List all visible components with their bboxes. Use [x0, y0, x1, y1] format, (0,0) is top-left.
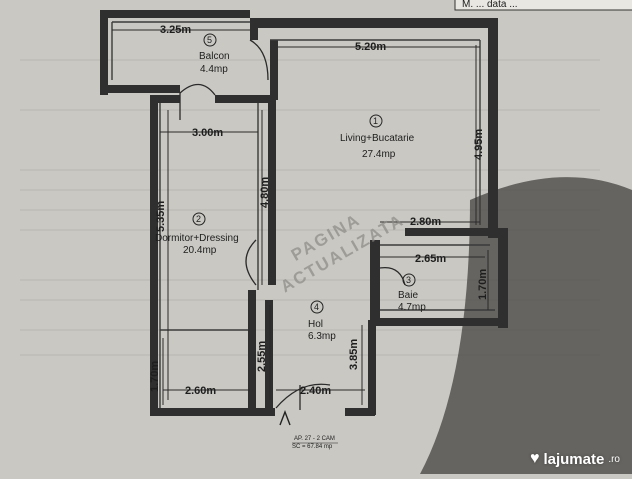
brand-logo[interactable]: ♥ lajumate.ro — [530, 450, 620, 468]
dim-bedroom-width: 3.00m — [192, 127, 223, 139]
balcony-left-wall — [100, 10, 108, 95]
footer-line2: SC = 67.84 mp — [292, 444, 333, 450]
room-area: 4.7mp — [398, 302, 426, 313]
bath-right-wall — [498, 228, 508, 328]
bath-left-wall — [370, 240, 380, 320]
room-area: 20.4mp — [183, 245, 217, 256]
room-number-circle — [369, 114, 383, 128]
room-bath: 3 Baie 4.7mp — [398, 273, 426, 313]
room-name: Balcon — [199, 51, 230, 62]
room-living: 1 Living+Bucatarie 27.4mp — [340, 114, 415, 160]
bedroom-right-wall — [268, 95, 276, 285]
room-number: 3 — [406, 275, 411, 285]
dim-bedroom-height: 5.35m — [155, 201, 167, 232]
room-area: 4.4mp — [200, 64, 228, 75]
living-top-wall — [250, 18, 495, 28]
room-number-circle — [203, 33, 217, 47]
room-name: Baie — [398, 290, 418, 301]
dim-hall-width: 2.40m — [300, 385, 331, 397]
room-bedroom: 2 Dormitor+Dressing 20.4mp — [155, 212, 239, 256]
footer-line1: AP. 27 - 2 CAM — [294, 436, 335, 442]
header-box — [454, 0, 632, 11]
dim-hall-partition: 2.55m — [256, 341, 268, 372]
brand-name: lajumate — [543, 450, 605, 468]
bedroom-left-wall — [150, 95, 158, 415]
balcony-bottom-wall — [100, 85, 180, 93]
doors — [179, 39, 406, 426]
room-number: 1 — [373, 116, 378, 126]
shadow-overlay — [420, 177, 632, 474]
room-number: 4 — [314, 302, 319, 312]
room-name: Hol — [308, 319, 323, 330]
kitchen-step-wall — [405, 228, 495, 236]
living-right-wall — [488, 18, 498, 233]
bedroom-bottom-wall — [150, 408, 265, 416]
dim-bath-height: 1.70m — [477, 269, 489, 300]
room-name: Living+Bucatarie — [340, 133, 415, 144]
header-text: M. ... data ... — [462, 0, 518, 10]
dim-lower-left-height: 1.70m — [149, 361, 161, 392]
hall-right-wall — [368, 320, 376, 415]
dim-hall-height: 3.85m — [348, 339, 360, 370]
balcony-living-partition — [270, 40, 278, 100]
room-hall: 4 Hol 6.3mp — [308, 300, 336, 342]
heart-icon: ♥ — [529, 450, 540, 467]
balcony-top-wall — [100, 10, 250, 18]
dim-living-height: 4.95m — [473, 129, 485, 160]
bath-bottom-wall — [370, 318, 505, 326]
room-area: 6.3mp — [308, 331, 336, 342]
walls — [100, 10, 508, 416]
room-area: 27.4mp — [362, 149, 396, 160]
dim-living-width: 5.20m — [355, 41, 386, 53]
hall-left-wall — [265, 300, 273, 415]
room-number: 2 — [196, 214, 201, 224]
dim-bath-width: 2.65m — [415, 253, 446, 265]
room-number-circle — [402, 273, 416, 287]
dim-lower-left-width: 2.60m — [185, 385, 216, 397]
room-number: 5 — [207, 35, 212, 45]
brand-tld: .ro — [608, 453, 620, 465]
dimension-lines — [112, 29, 489, 405]
hall-bottom-wall — [345, 408, 375, 416]
dim-balcony-width: 3.25m — [160, 24, 191, 36]
dim-inner-height: 4.80m — [259, 177, 271, 208]
room-number-circle — [310, 300, 324, 314]
dim-kitchen-step: 2.80m — [410, 216, 441, 228]
room-number-circle — [192, 212, 206, 226]
room-name: Dormitor+Dressing — [155, 233, 239, 244]
room-balcony: 5 Balcon 4.4mp — [199, 33, 230, 75]
